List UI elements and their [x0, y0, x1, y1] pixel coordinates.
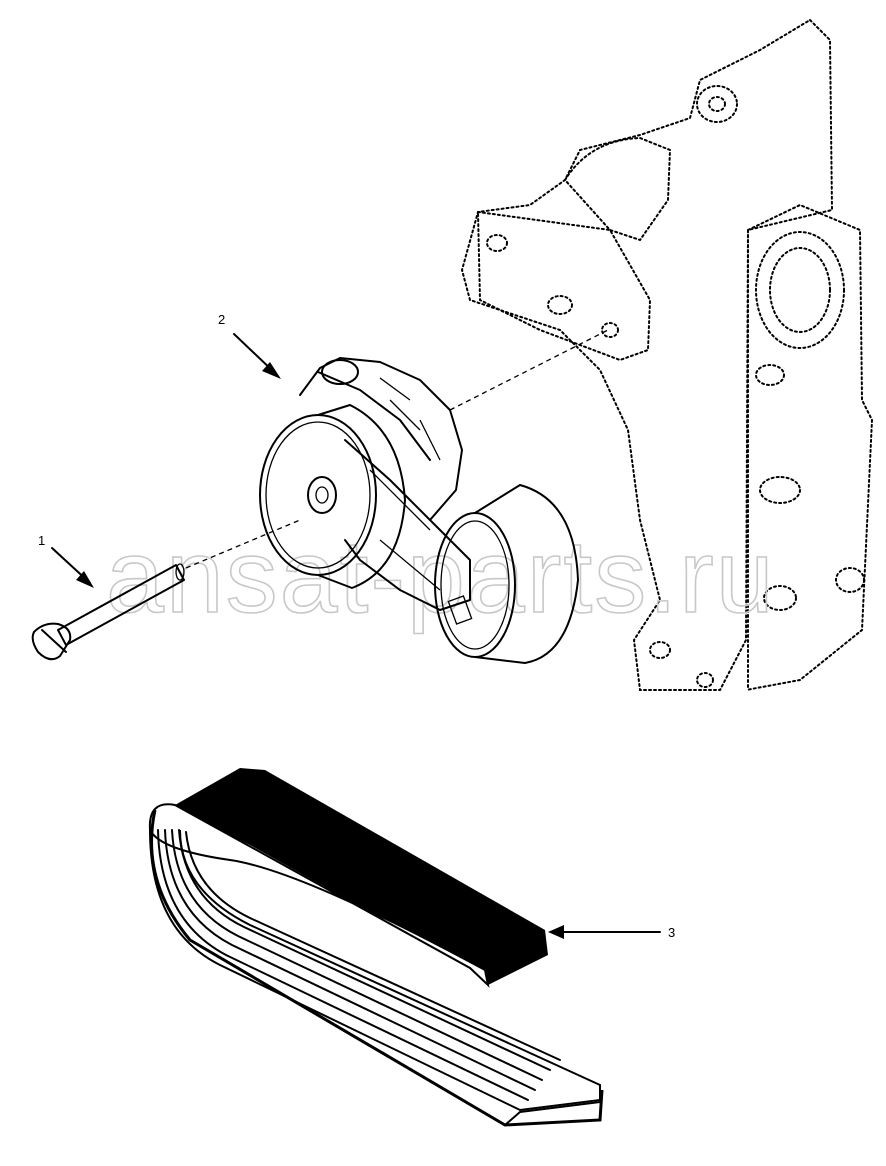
engine-bracket [460, 18, 874, 691]
alignment-line-tensioner [449, 329, 609, 411]
callout-label-1: 1 [38, 533, 45, 548]
callout-label-2: 2 [218, 312, 225, 327]
leader-arrow-3 [548, 925, 564, 939]
leader-arrow-2 [262, 362, 281, 379]
callout-2: 2 [218, 312, 281, 379]
leader-arrow-1 [76, 571, 94, 588]
alignment-line-bolt [185, 519, 301, 569]
belt-tensioner [259, 357, 579, 664]
callout-label-3: 3 [668, 925, 675, 940]
bolt [31, 563, 185, 661]
callout-3: 3 [548, 925, 675, 940]
callout-1: 1 [38, 533, 94, 588]
poly-v-belt [148, 768, 604, 1127]
